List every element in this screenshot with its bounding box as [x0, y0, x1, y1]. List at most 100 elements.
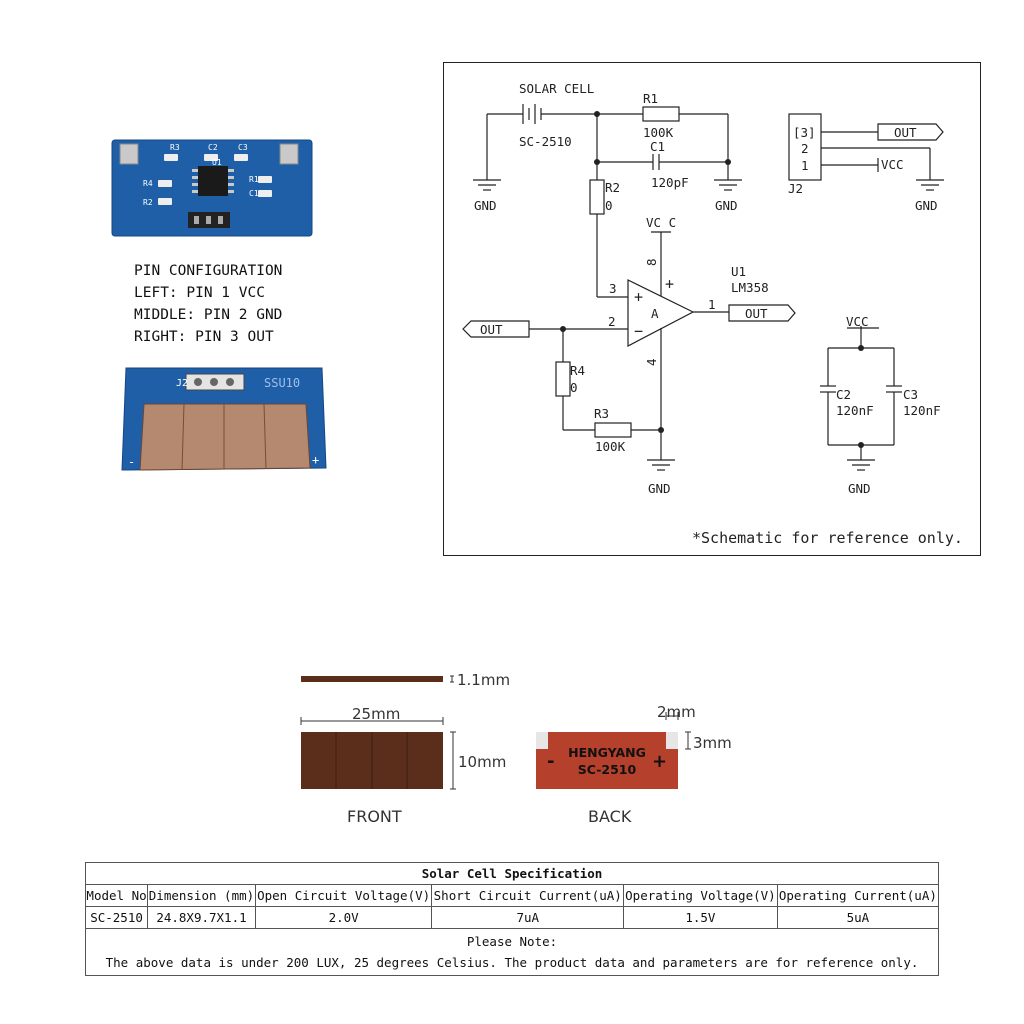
header-operating-voltage: Operating Voltage(V)	[623, 884, 778, 907]
silk-r3: R3	[170, 143, 180, 152]
j2-pin1-label: 1	[801, 158, 809, 173]
vcc-j2-label: VCC	[881, 157, 904, 172]
out-input-text: OUT	[480, 322, 503, 337]
back-plus: +	[652, 751, 667, 772]
r3-label: R3	[594, 406, 609, 421]
silk-ssu10: SSU10	[264, 376, 300, 390]
cell-dimension: 24.8X9.7X1.1	[147, 906, 256, 929]
silk-c3: C3	[238, 143, 248, 152]
c1-label: C1	[650, 139, 665, 154]
spec-note-heading: Please Note:	[466, 934, 558, 949]
side-view	[301, 676, 443, 682]
c2-value: 120nF	[836, 403, 874, 418]
schematic-note: *Schematic for reference only.	[692, 529, 963, 547]
back-minus: -	[547, 751, 554, 772]
solar-cell-label: SOLAR CELL	[519, 81, 594, 96]
c1-value: 120pF	[651, 175, 689, 190]
r2-value: 0	[605, 198, 613, 213]
pin3-label: 3	[609, 281, 617, 296]
gnd-symbol-1	[473, 179, 501, 191]
header-open-circuit-voltage: Open Circuit Voltage(V)	[254, 884, 433, 907]
spec-note: Please Note: The above data is under 200…	[85, 928, 939, 976]
gnd-label-5: GND	[848, 481, 871, 496]
gnd-symbol-5	[847, 459, 875, 471]
cell-short-circuit-current: 7uA	[431, 906, 625, 929]
out-flag-output	[728, 304, 796, 322]
gnd-label-1: GND	[474, 198, 497, 213]
header-operating-current: Operating Current(uA)	[776, 884, 940, 907]
spec-table-title: Solar Cell Specification	[85, 862, 939, 885]
pin2-label: 2	[608, 314, 616, 329]
solar-model-label: SC-2510	[519, 134, 572, 149]
opamp-unit-label: A	[651, 306, 659, 321]
schematic: SOLAR CELL SC-2510 R1 100K C1 120pF R2 0…	[462, 81, 963, 547]
out-flag-input	[462, 320, 530, 338]
gnd-symbol-3	[916, 179, 944, 191]
height-label: 10mm	[458, 753, 506, 771]
silk-j2: J2	[176, 378, 188, 389]
out-j2-text: OUT	[894, 125, 917, 140]
vcc-caps-label: VCC	[846, 314, 869, 329]
pin-config-heading: PIN CONFIGURATION	[134, 263, 283, 279]
front-label: FRONT	[347, 807, 402, 826]
header-short-circuit-current: Short Circuit Current(uA)	[431, 884, 625, 907]
header-dimension: Dimension (mm)	[147, 884, 256, 907]
silk-r4: R4	[143, 179, 153, 188]
silk-c1: C1	[249, 189, 259, 198]
u1-label: U1	[731, 264, 746, 279]
back-brand: HENGYANG	[568, 745, 646, 760]
r1-label: R1	[643, 91, 658, 106]
pad-height-label: 3mm	[693, 734, 732, 752]
pad-width-label: 2mm	[657, 703, 696, 721]
spec-table: Solar Cell Specification Model No Dimens…	[84, 862, 940, 976]
pin-config-right: RIGHT: PIN 3 OUT	[134, 329, 274, 345]
back-model: SC-2510	[578, 762, 637, 777]
back-label: BACK	[588, 807, 632, 826]
thickness-label: 1.1mm	[457, 671, 510, 689]
c2-label: C2	[836, 387, 851, 402]
r2-label: R2	[605, 180, 620, 195]
supply-plus: +	[665, 275, 674, 293]
cell-operating-current: 5uA	[776, 906, 940, 929]
width-label: 25mm	[352, 705, 400, 723]
opamp-minus: −	[634, 322, 643, 340]
pin8-label: 8	[644, 258, 659, 266]
j2-label: J2	[788, 181, 803, 196]
j2-pin2-label: 2	[801, 141, 809, 156]
out-output-text: OUT	[745, 306, 768, 321]
silk-c2: C2	[208, 143, 218, 152]
silk-plus: +	[312, 453, 319, 467]
silk-u1: U1	[212, 158, 222, 167]
silk-minus: -	[128, 455, 135, 469]
r4-value: 0	[570, 380, 578, 395]
cell-open-circuit-voltage: 2.0V	[254, 906, 433, 929]
u1-part: LM358	[731, 280, 769, 295]
gnd-symbol-2	[714, 179, 742, 191]
schematic-frame	[443, 62, 981, 556]
pin-config-middle: MIDDLE: PIN 2 GND	[134, 307, 283, 323]
cell-model-no: SC-2510	[84, 906, 149, 929]
silk-r1: R1	[249, 175, 259, 184]
module-top-photo: R3 C2 C3 U1 R4 R1 C1 R2	[111, 139, 313, 237]
module-bottom-photo: J2 SSU10 - +	[121, 367, 327, 471]
cell-operating-voltage: 1.5V	[623, 906, 778, 929]
spec-note-text: The above data is under 200 LUX, 25 degr…	[105, 955, 919, 970]
gnd-symbol-4	[647, 459, 675, 471]
back-view	[536, 732, 678, 789]
r1-value: 100K	[643, 125, 674, 140]
j2-pin3-label: [3]	[793, 125, 816, 140]
gnd-label-2: GND	[715, 198, 738, 213]
r4-label: R4	[570, 363, 585, 378]
pin1-label: 1	[708, 297, 716, 312]
silk-r2: R2	[143, 198, 153, 207]
pin-configuration: PIN CONFIGURATION LEFT: PIN 1 VCC MIDDLE…	[134, 260, 282, 348]
c3-value: 120nF	[903, 403, 941, 418]
c3-label: C3	[903, 387, 918, 402]
vcc-top-label: VC C	[646, 215, 676, 230]
gnd-label-4: GND	[648, 481, 671, 496]
header-model-no: Model No	[84, 884, 149, 907]
opamp-plus: +	[634, 288, 643, 306]
pin-config-left: LEFT: PIN 1 VCC	[134, 285, 265, 301]
gnd-label-3: GND	[915, 198, 938, 213]
dimension-drawings: 1.1mm 25mm 10mm FRONT 2mm 3mm HENGYANG S…	[300, 671, 732, 826]
